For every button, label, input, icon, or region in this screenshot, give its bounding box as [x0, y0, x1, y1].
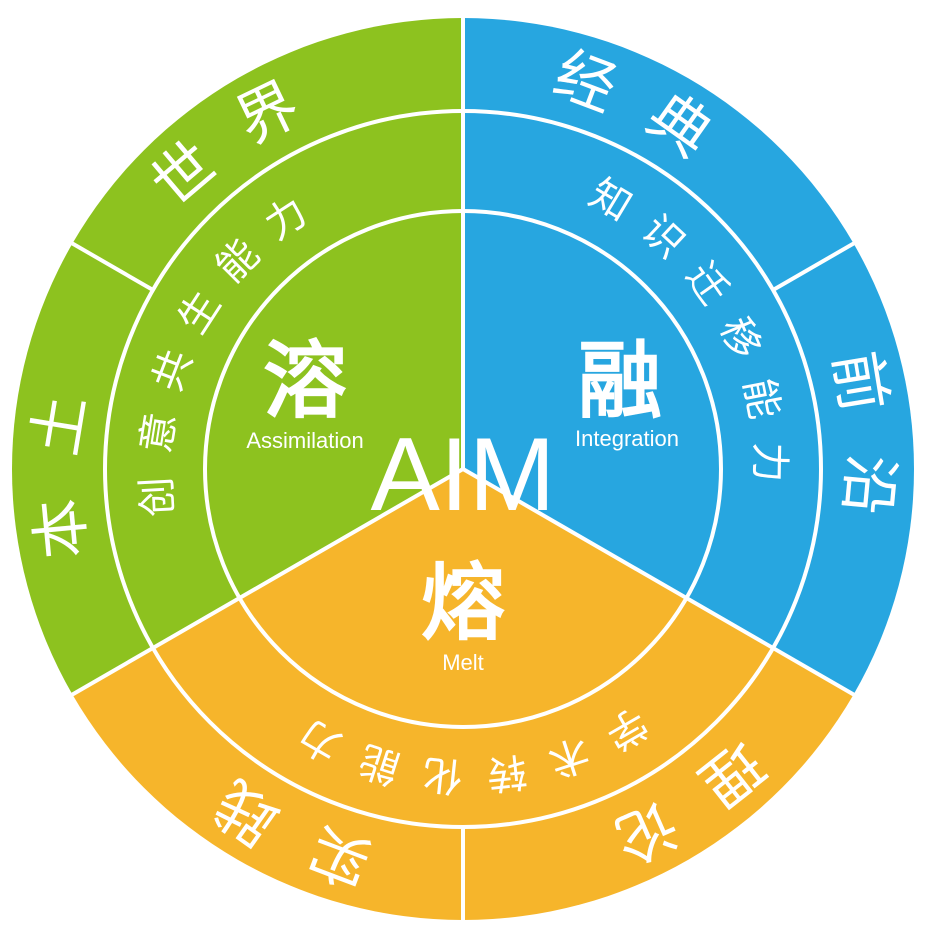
sector-divider: [462, 467, 857, 698]
integration-label: Integration: [575, 426, 679, 451]
assimilation-char: 溶: [263, 332, 347, 430]
assimilation-sector: [11, 18, 463, 695]
sector-divider: [69, 467, 464, 698]
outer-segment-divider: [69, 240, 154, 292]
assimilation-label: Assimilation: [246, 428, 363, 453]
melt-char: 熔: [421, 554, 505, 652]
outer-segment-divider: [772, 240, 857, 292]
divider-lines: [69, 16, 857, 922]
integration-char: 融: [578, 332, 662, 430]
center-aim-label: AIM: [371, 417, 556, 533]
melt-label: Melt: [442, 650, 484, 675]
integration-sector: [463, 18, 914, 695]
